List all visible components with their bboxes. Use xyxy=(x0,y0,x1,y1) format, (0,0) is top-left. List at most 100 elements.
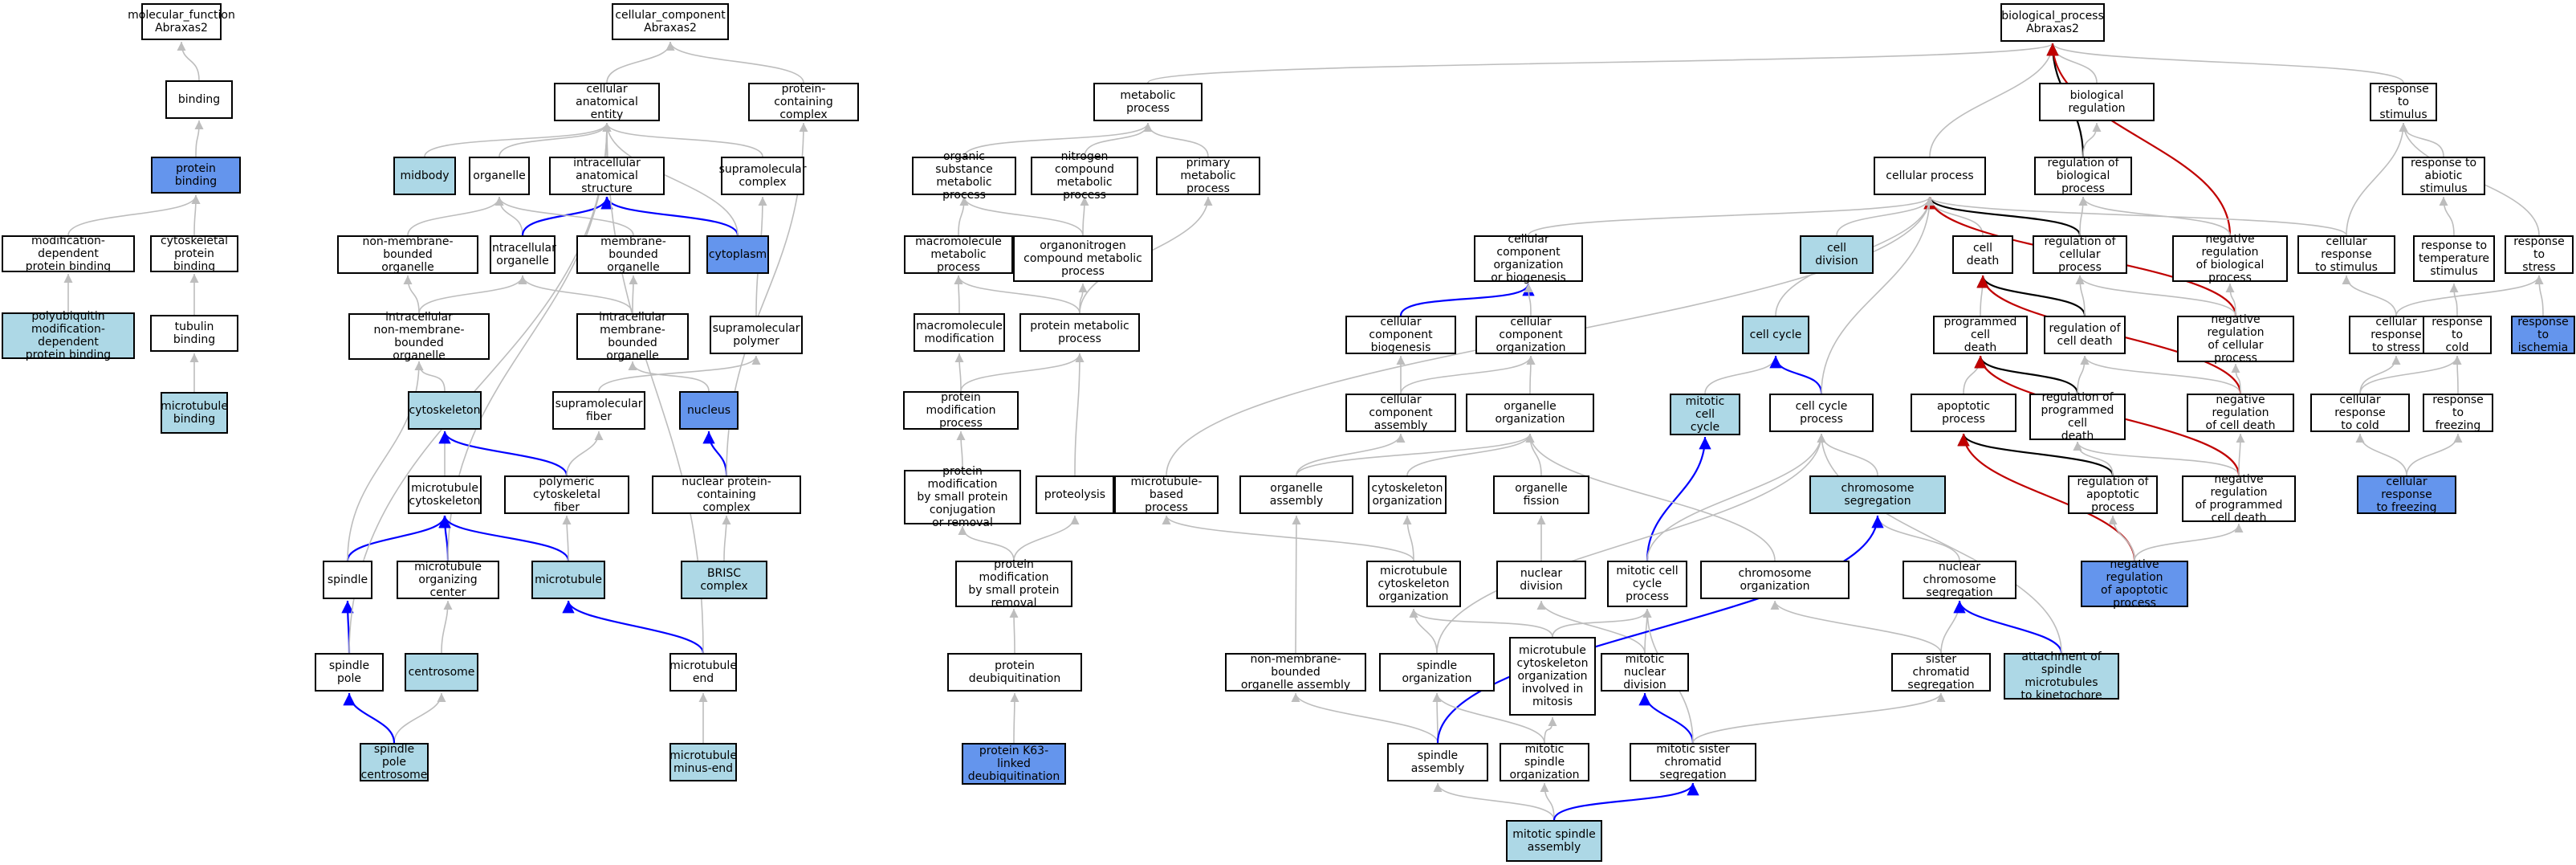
node-celldeath[interactable]: cell death xyxy=(1952,235,2013,274)
node-negregcelldeath[interactable]: negative regulation of cell death xyxy=(2187,394,2294,432)
node-intraorg[interactable]: intracellular organelle xyxy=(489,235,556,274)
node-cellcycle[interactable]: cell cycle xyxy=(1742,316,1809,354)
node-imbo[interactable]: intracellular membrane-bounded organelle xyxy=(576,311,689,362)
node-cellrespfreeze[interactable]: cellular response to freezing xyxy=(2357,475,2456,514)
node-binding[interactable]: binding xyxy=(165,80,233,119)
node-attachment[interactable]: attachment of spindle microtubules to ki… xyxy=(2004,651,2119,702)
node-cellproc[interactable]: cellular process xyxy=(1874,157,1986,195)
node-cytoplasm[interactable]: cytoplasm xyxy=(706,235,769,274)
node-ccob[interactable]: cellular component organization or bioge… xyxy=(1474,233,1583,284)
node-orgassembly[interactable]: organelle assembly xyxy=(1239,475,1353,514)
node-tubulinbind[interactable]: tubulin binding xyxy=(150,315,238,352)
node-mtcytoorg[interactable]: microtubule cytoskeleton organization xyxy=(1366,561,1461,607)
node-spcentro[interactable]: spindle pole centrosome xyxy=(360,743,429,781)
node-orgfission[interactable]: organelle fission xyxy=(1493,475,1589,514)
node-nucchromseg[interactable]: nuclear chromosome segregation xyxy=(1902,561,2016,599)
node-npcc[interactable]: nuclear protein-containing complex xyxy=(652,475,801,514)
node-mf[interactable]: molecular_function Abraxas2 xyxy=(128,3,235,40)
node-suppoly[interactable]: supramolecular polymer xyxy=(710,316,803,354)
node-deubq[interactable]: protein deubiquitination xyxy=(947,653,1082,692)
node-cytoskorg[interactable]: cytoskeleton organization xyxy=(1368,475,1447,514)
node-pmp[interactable]: primary metabolic process xyxy=(1156,157,1260,195)
node-orgorg[interactable]: organelle organization xyxy=(1466,394,1594,432)
node-spindle[interactable]: spindle xyxy=(323,561,372,599)
node-respstress[interactable]: response to stress xyxy=(2505,235,2574,274)
node-mtcytosk[interactable]: microtubule cytoskeleton xyxy=(408,475,482,514)
node-mbo[interactable]: membrane-bounded organelle xyxy=(576,235,690,274)
node-mtminus[interactable]: microtubule minus-end xyxy=(669,743,737,781)
node-negregbio[interactable]: negative regulation of biological proces… xyxy=(2172,233,2288,284)
node-chromseg[interactable]: chromosome segregation xyxy=(1809,475,1946,514)
node-mtend[interactable]: microtubule end xyxy=(669,653,737,692)
node-spindleassembly[interactable]: spindle assembly xyxy=(1387,743,1488,781)
node-cc[interactable]: cellular_component Abraxas2 xyxy=(612,3,729,40)
node-mtbinding[interactable]: microtubule binding xyxy=(161,392,228,434)
node-respabiotic[interactable]: response to abiotic stimulus xyxy=(2402,157,2485,195)
node-ccorg[interactable]: cellular component organization xyxy=(1475,316,1586,354)
node-proteinbinding[interactable]: protein binding xyxy=(151,157,241,194)
node-cytoskeleton[interactable]: cytoskeleton xyxy=(408,391,482,430)
node-brisc[interactable]: BRISC complex xyxy=(681,561,767,599)
node-regpcd[interactable]: regulation of programmed cell death xyxy=(2029,391,2126,443)
node-nucdiv[interactable]: nuclear division xyxy=(1496,561,1586,599)
node-metab[interactable]: metabolic process xyxy=(1093,83,1203,121)
node-celldiv[interactable]: cell division xyxy=(1800,235,1874,274)
node-bioreg[interactable]: biological regulation xyxy=(2039,83,2155,121)
node-organelle[interactable]: organelle xyxy=(469,157,530,195)
node-mmod[interactable]: macromolecule modification xyxy=(914,313,1005,352)
node-polyubq[interactable]: polyubiquitin modification-dependent pro… xyxy=(2,310,135,361)
node-oncmp[interactable]: organonitrogen compound metabolic proces… xyxy=(1013,235,1153,282)
node-respcold[interactable]: response to cold xyxy=(2423,316,2492,354)
node-supfiber[interactable]: supramolecular fiber xyxy=(552,391,645,430)
node-centrosome[interactable]: centrosome xyxy=(405,653,478,692)
node-proteolysis[interactable]: proteolysis xyxy=(1036,475,1114,514)
node-regbio[interactable]: regulation of biological process xyxy=(2034,157,2132,195)
node-mitcellcycle[interactable]: mitotic cell cycle xyxy=(1670,394,1740,435)
node-mtbased[interactable]: microtubule-based process xyxy=(1114,475,1219,514)
node-mtcoim[interactable]: microtubule cytoskeleton organization in… xyxy=(1509,637,1596,716)
node-osmp[interactable]: organic substance metabolic process xyxy=(912,150,1016,202)
node-mitccproc[interactable]: mitotic cell cycle process xyxy=(1607,561,1687,607)
node-chromorg[interactable]: chromosome organization xyxy=(1700,561,1850,599)
node-negregapop[interactable]: negative regulation of apoptotic process xyxy=(2081,558,2188,610)
node-ias[interactable]: intracellular anatomical structure xyxy=(549,157,665,195)
node-spindleorg[interactable]: spindle organization xyxy=(1379,653,1495,692)
node-mitnucdiv[interactable]: mitotic nuclear division xyxy=(1601,653,1689,692)
node-mtoc[interactable]: microtubule organizing center xyxy=(397,561,499,599)
node-negregpcd[interactable]: negative regulation of programmed cell d… xyxy=(2182,473,2296,524)
node-nmboassembly[interactable]: non-membrane-bounded organelle assembly xyxy=(1225,653,1366,692)
node-sisterseg[interactable]: sister chromatid segregation xyxy=(1891,653,1991,692)
node-polycytofiber[interactable]: polymeric cytoskeletal fiber xyxy=(504,475,629,514)
node-mitspindleassembly[interactable]: mitotic spindle assembly xyxy=(1506,820,1602,862)
node-cellrespstim[interactable]: cellular response to stimulus xyxy=(2297,235,2395,274)
node-pcc[interactable]: protein-containing complex xyxy=(748,83,859,121)
node-mitspindleorg[interactable]: mitotic spindle organization xyxy=(1500,743,1589,781)
node-inmbo[interactable]: intracellular non-membrane-bounded organ… xyxy=(348,311,490,362)
node-respischemia[interactable]: response to ischemia xyxy=(2511,316,2575,354)
node-mmp[interactable]: macromolecule metabolic process xyxy=(904,235,1013,274)
node-pmspr[interactable]: protein modification by small protein re… xyxy=(955,558,1072,610)
node-bp[interactable]: biological_process Abraxas2 xyxy=(2000,3,2105,42)
node-protmet[interactable]: protein metabolic process xyxy=(1019,313,1140,352)
node-k63[interactable]: protein K63-linked deubiquitination xyxy=(962,743,1066,785)
node-midbody[interactable]: midbody xyxy=(393,157,456,195)
node-resp[interactable]: response to stimulus xyxy=(2370,83,2437,121)
node-pcd[interactable]: programmed cell death xyxy=(1933,316,2028,354)
node-negregcell[interactable]: negative regulation of cellular process xyxy=(2177,313,2294,365)
node-protmod[interactable]: protein modification process xyxy=(903,391,1019,430)
node-pmspc[interactable]: protein modification by small protein co… xyxy=(904,465,1021,529)
node-nucleus[interactable]: nucleus xyxy=(679,391,739,430)
node-regcell[interactable]: regulation of cellular process xyxy=(2033,235,2127,274)
node-regapop[interactable]: regulation of apoptotic process xyxy=(2068,475,2158,514)
node-apoptotic[interactable]: apoptotic process xyxy=(1911,394,2016,432)
node-ccbiogen[interactable]: cellular component biogenesis xyxy=(1345,316,1456,354)
node-cellrespcold[interactable]: cellular response to cold xyxy=(2310,394,2410,432)
node-microtubule[interactable]: microtubule xyxy=(531,561,605,599)
node-supramolcx[interactable]: supramolecular complex xyxy=(719,157,806,195)
node-ccproc[interactable]: cell cycle process xyxy=(1769,394,1874,432)
node-respfreeze[interactable]: response to freezing xyxy=(2423,394,2493,432)
node-spindlepole[interactable]: spindle pole xyxy=(315,653,384,692)
node-cae[interactable]: cellular anatomical entity xyxy=(554,83,660,121)
node-moddep[interactable]: modification-dependent protein binding xyxy=(2,235,135,273)
node-resptemp[interactable]: response to temperature stimulus xyxy=(2413,235,2495,282)
